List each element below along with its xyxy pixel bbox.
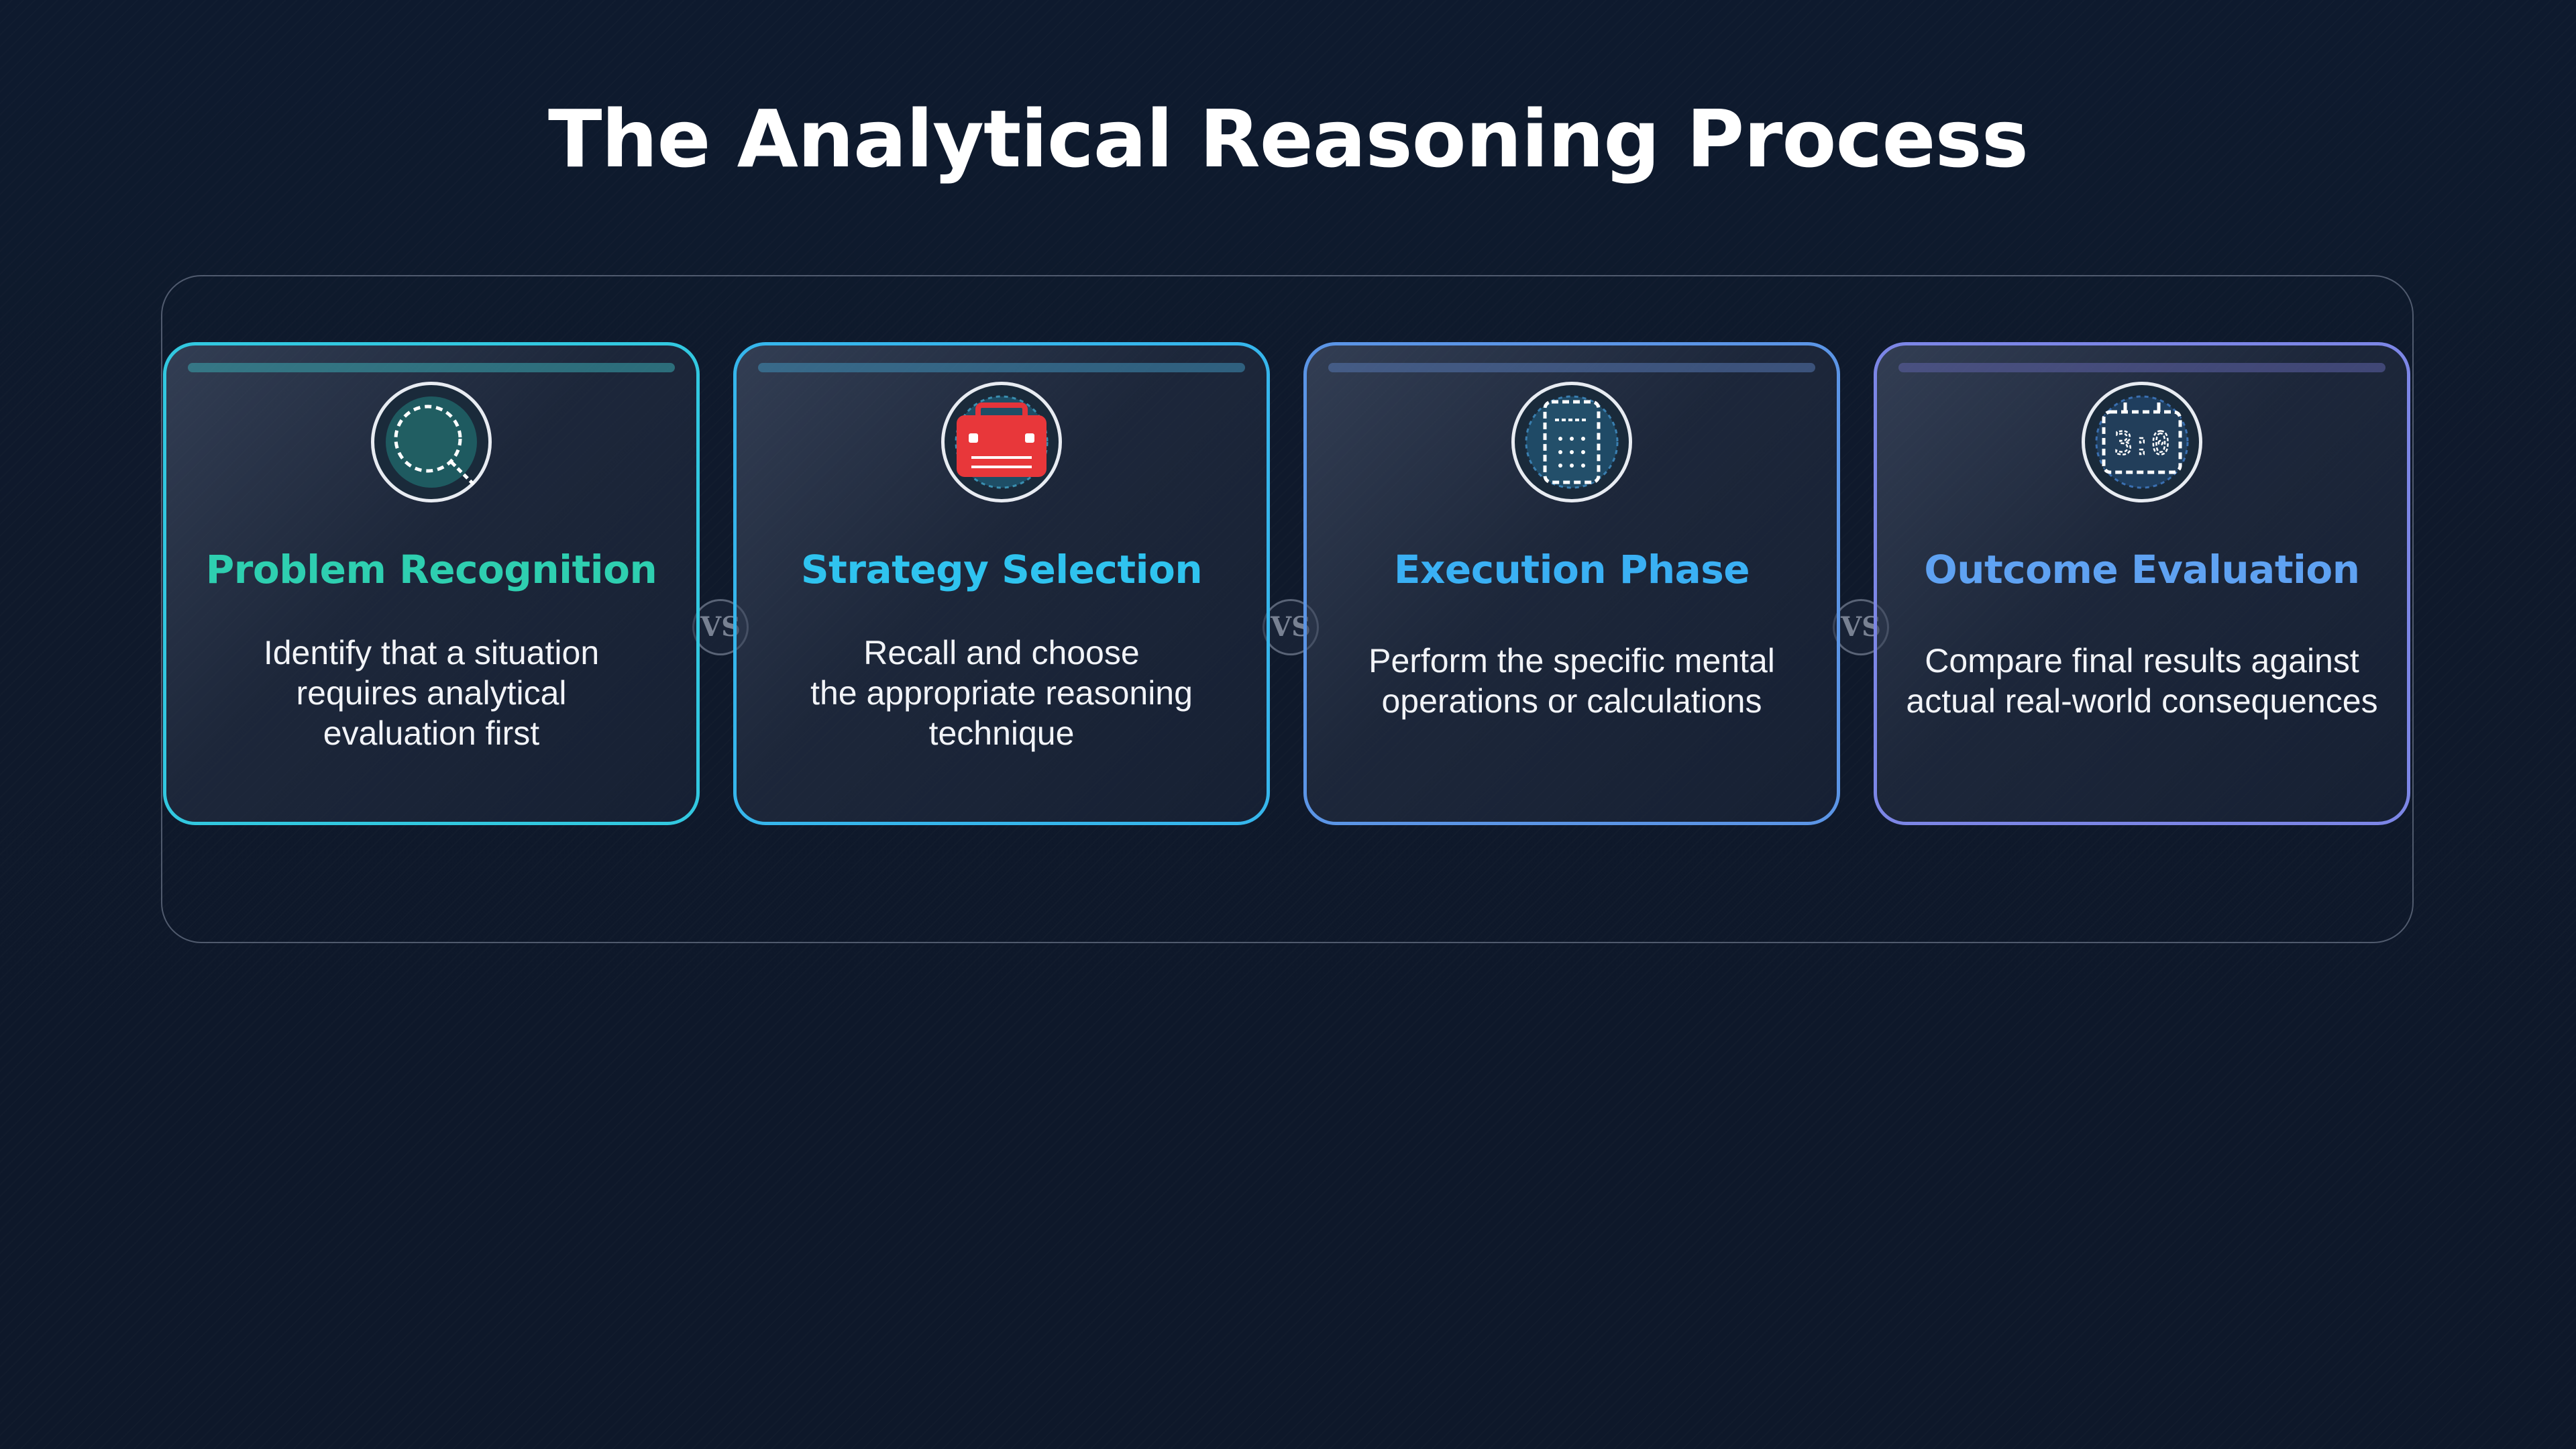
- description-line: actual real-world consequences: [1906, 682, 2378, 720]
- card-accent-bar: [188, 363, 675, 372]
- page-title: The Analytical Reasoning Process: [548, 93, 2029, 185]
- card-accent-bar: [1898, 363, 2385, 372]
- card-accent-bar: [1328, 363, 1815, 372]
- step-title: Execution Phase: [1393, 547, 1750, 592]
- step-description: Identify that a situation requires analy…: [180, 633, 683, 753]
- toolbox-icon: [941, 382, 1062, 502]
- scoreboard-icon: 3:0: [2082, 382, 2202, 502]
- step-card-execution-phase: Execution Phase Perform the specific men…: [1303, 342, 1840, 825]
- process-frame: [161, 275, 2414, 943]
- step-title: Problem Recognition: [205, 547, 657, 592]
- card-accent-bar: [758, 363, 1245, 372]
- description-line: evaluation first: [323, 714, 540, 752]
- step-description: Compare final results against actual rea…: [1890, 641, 2394, 721]
- magnifying-glass-icon: [371, 382, 492, 502]
- step-card-strategy-selection: Strategy Selection Recall and choose the…: [733, 342, 1270, 825]
- description-line: requires analytical: [296, 674, 567, 712]
- step-title: Outcome Evaluation: [1924, 547, 2360, 592]
- description-line: Perform the specific mental: [1368, 642, 1775, 680]
- description-line: operations or calculations: [1381, 682, 1762, 720]
- step-description: Perform the specific mental operations o…: [1320, 641, 1823, 721]
- calculator-icon: [1511, 382, 1632, 502]
- step-card-problem-recognition: Problem Recognition Identify that a situ…: [163, 342, 700, 825]
- description-line: Compare final results against: [1925, 642, 2359, 680]
- step-card-outcome-evaluation: 3:0 Outcome Evaluation Compare final res…: [1874, 342, 2410, 825]
- description-line: Recall and choose: [863, 634, 1140, 672]
- step-title: Strategy Selection: [800, 547, 1203, 592]
- svg-text:3:0: 3:0: [2114, 425, 2169, 462]
- description-line: the appropriate reasoning: [810, 674, 1193, 712]
- description-line: technique: [928, 714, 1075, 752]
- step-description: Recall and choose the appropriate reason…: [750, 633, 1253, 753]
- description-line: Identify that a situation: [263, 634, 600, 672]
